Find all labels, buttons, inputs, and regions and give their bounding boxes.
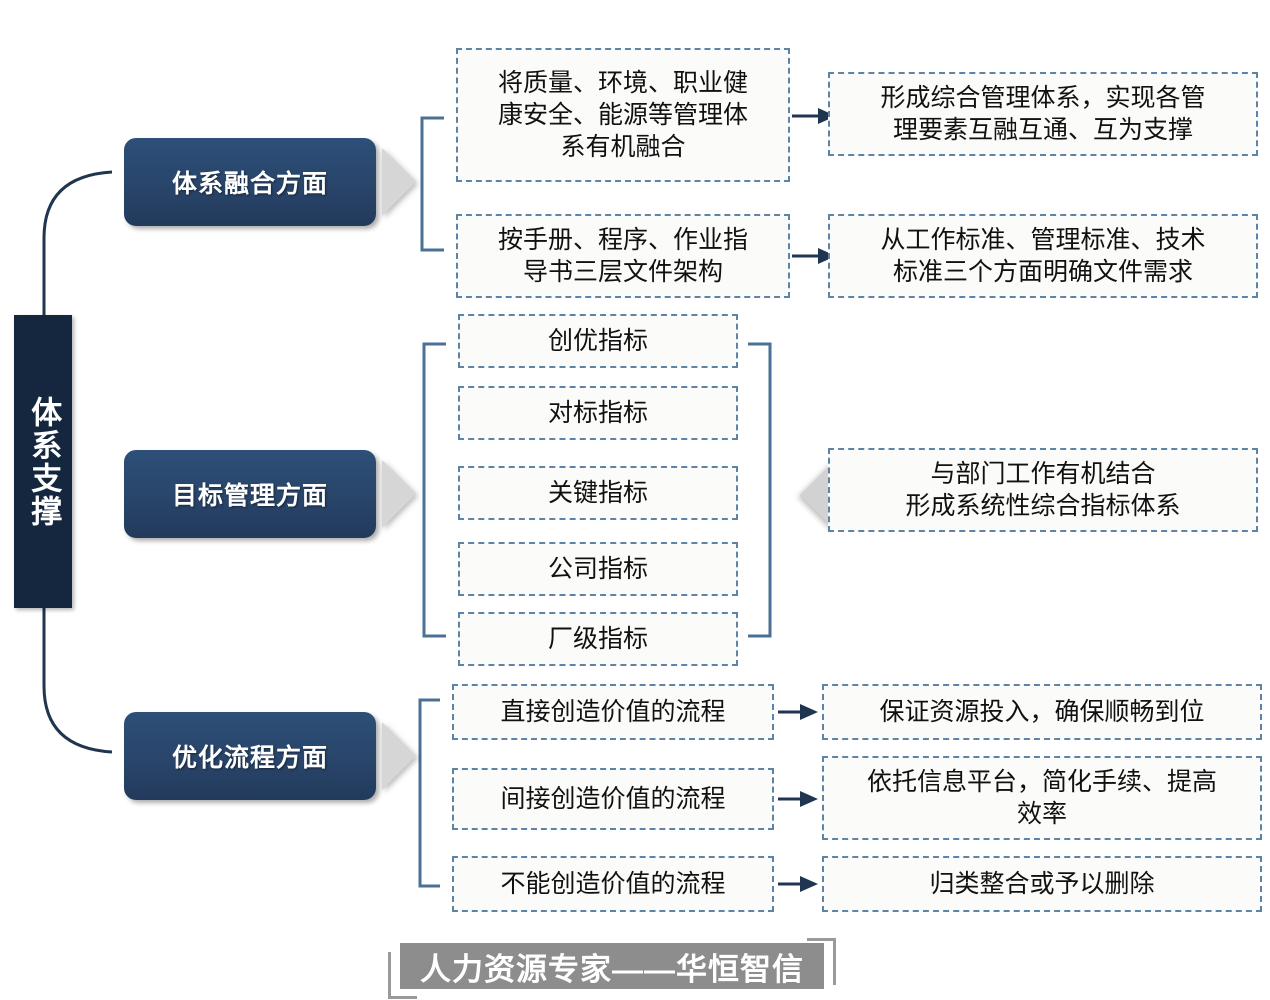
outcome-box-3-3: 归类整合或予以删除 xyxy=(822,856,1262,912)
branch-pill-system-integration[interactable]: 体系融合方面 xyxy=(124,138,376,226)
branch2-bracket-left xyxy=(422,342,446,638)
triangle-right-icon-3 xyxy=(382,722,416,790)
triangle-right-icon-1 xyxy=(382,148,416,216)
footer-bracket-left xyxy=(388,952,417,999)
outcome-box-1-1: 形成综合管理体系，实现各管 理要素互融互通、互为支撑 xyxy=(828,72,1258,156)
outcome-box-1-2: 从工作标准、管理标准、技术 标准三个方面明确文件需求 xyxy=(828,214,1258,298)
arrow-c1-to-c2 xyxy=(778,704,818,720)
spine-to-branch3-curve xyxy=(42,608,113,754)
detail-box-1-1: 将质量、环境、职业健 康安全、能源等管理体 系有机融合 xyxy=(456,48,790,182)
footer: 人力资源专家——华恒智信 xyxy=(388,938,836,999)
detail-box-3-3: 不能创造价值的流程 xyxy=(452,856,774,912)
spine-title: 体系支撑 xyxy=(14,315,72,608)
branch-pill-goal-management[interactable]: 目标管理方面 xyxy=(124,450,376,538)
footer-bracket-right xyxy=(807,938,836,985)
triangle-right-icon-2 xyxy=(382,460,416,528)
branch3-bracket xyxy=(418,698,440,888)
outcome-box-3-1: 保证资源投入，确保顺畅到位 xyxy=(822,684,1262,740)
arrow-d1-to-d2 xyxy=(778,791,818,807)
detail-box-3-2: 间接创造价值的流程 xyxy=(452,768,774,830)
outcome-box-2: 与部门工作有机结合 形成系统性综合指标体系 xyxy=(828,448,1258,532)
outcome-box-3-2: 依托信息平台，简化手续、提高 效率 xyxy=(822,756,1262,840)
branch-pill-process-optimization[interactable]: 优化流程方面 xyxy=(124,712,376,800)
detail-box-1-2: 按手册、程序、作业指 导书三层文件架构 xyxy=(456,214,790,298)
indicator-box-4: 公司指标 xyxy=(458,542,738,596)
branch2-bracket-right xyxy=(748,342,772,638)
indicator-box-1: 创优指标 xyxy=(458,314,738,368)
detail-box-3-1: 直接创造价值的流程 xyxy=(452,684,774,740)
spine-to-branch1-curve xyxy=(42,170,113,315)
indicator-box-3: 关键指标 xyxy=(458,466,738,520)
indicator-box-2: 对标指标 xyxy=(458,386,738,440)
branch1-bracket xyxy=(420,116,444,252)
indicator-box-5: 厂级指标 xyxy=(458,612,738,666)
footer-label: 人力资源专家——华恒智信 xyxy=(400,943,824,989)
arrow-e1-to-e2 xyxy=(778,876,818,892)
